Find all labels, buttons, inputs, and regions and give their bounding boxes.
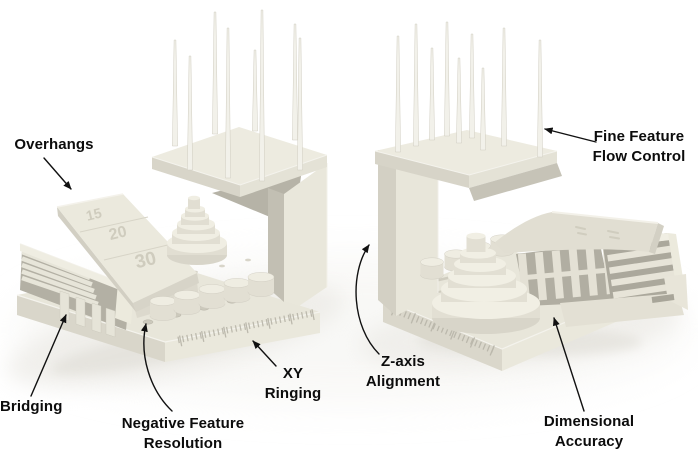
overhang-ramp-back xyxy=(494,211,664,254)
ruler-scale-left xyxy=(177,308,318,347)
annotation-arrows xyxy=(30,127,597,412)
annotation-fine-feature-flow-control: Fine Feature Flow Control xyxy=(586,127,692,168)
annotation-line: Dimensional xyxy=(543,413,635,430)
annotation-line: Z-axis xyxy=(381,353,425,370)
fine-feature-arrow xyxy=(544,127,597,143)
test-object-left-view: 15 20 30 xyxy=(16,9,328,362)
bridging-truss-back xyxy=(516,244,613,306)
stepped-cone-right xyxy=(432,232,540,334)
overhang-ramp: 15 20 30 xyxy=(56,193,199,318)
ruler-scale-right xyxy=(390,304,499,358)
pin-plate-right xyxy=(374,130,562,201)
overhang-angle-30-label: 30 xyxy=(133,248,159,273)
annotation-negative-feature-resolution: Negative Feature Resolution xyxy=(105,414,261,455)
annotation-z-axis-alignment: Z-axis Alignment xyxy=(354,352,452,393)
annotation-line: Ringing xyxy=(264,385,322,403)
xy-ringing-arrow xyxy=(252,340,277,367)
annotation-xy-ringing: XY Ringing xyxy=(251,364,335,405)
annotation-dimensional-accuracy: Dimensional Accuracy xyxy=(536,412,642,453)
fine-feature-pins-right xyxy=(395,21,543,158)
annotation-overhangs: Overhangs xyxy=(12,135,96,155)
dimensional-accuracy-arrow xyxy=(553,317,585,412)
annotation-line: Alignment xyxy=(365,373,441,391)
annotation-line: Resolution xyxy=(143,435,223,453)
overhangs-arrow xyxy=(43,157,72,190)
stepped-cone-left xyxy=(167,195,227,265)
pin-plate-left xyxy=(151,127,328,197)
annotation-line: Fine Feature xyxy=(593,128,685,145)
overhang-angle-20-label: 20 xyxy=(107,223,128,244)
negative-feature-arrow xyxy=(140,323,173,412)
vertical-wall-left xyxy=(212,163,328,306)
bridging-arrow xyxy=(30,314,67,397)
test-object-right-view xyxy=(374,21,688,371)
annotation-line: Negative Feature xyxy=(121,415,245,432)
base-foot-right xyxy=(560,274,688,327)
annotation-line: Flow Control xyxy=(592,148,686,166)
z-axis-arrow xyxy=(355,244,380,355)
annotation-line: Bridging xyxy=(0,398,63,415)
annotation-line: Overhangs xyxy=(14,136,94,153)
fine-feature-pins-left xyxy=(172,9,303,182)
overhang-angle-15-label: 15 xyxy=(84,204,103,223)
positive-feature-cylinders-left xyxy=(149,272,275,321)
annotation-line: Accuracy xyxy=(554,433,624,451)
annotation-line: XY xyxy=(282,365,304,382)
annotation-bridging: Bridging xyxy=(0,397,62,417)
